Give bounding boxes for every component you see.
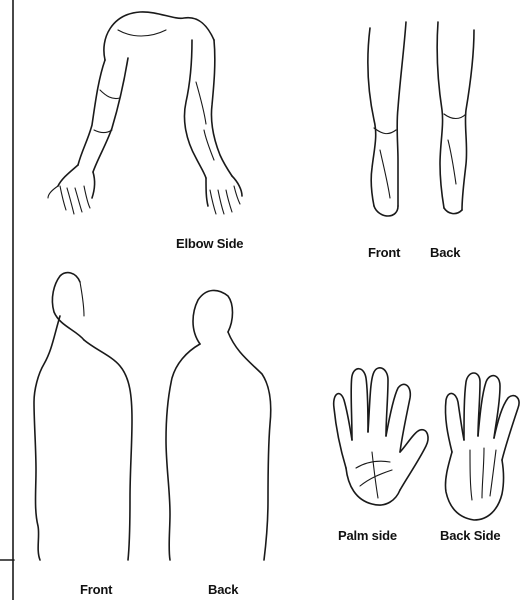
torso-front-figure <box>34 273 132 560</box>
palm-side-label: Palm side <box>338 528 397 543</box>
hand-palm-figure <box>334 368 428 505</box>
arms-label: Elbow Side <box>176 236 243 251</box>
torso-front-label: Front <box>80 582 112 597</box>
legs-back-label: Back <box>430 245 460 260</box>
torso-back-label: Back <box>208 582 238 597</box>
arms-elbow-side-figure <box>48 12 242 214</box>
hand-back-figure <box>445 373 519 520</box>
torso-back-figure <box>166 290 271 560</box>
back-side-label: Back Side <box>440 528 500 543</box>
legs-front-back-figure <box>368 22 474 216</box>
legs-front-label: Front <box>368 245 400 260</box>
